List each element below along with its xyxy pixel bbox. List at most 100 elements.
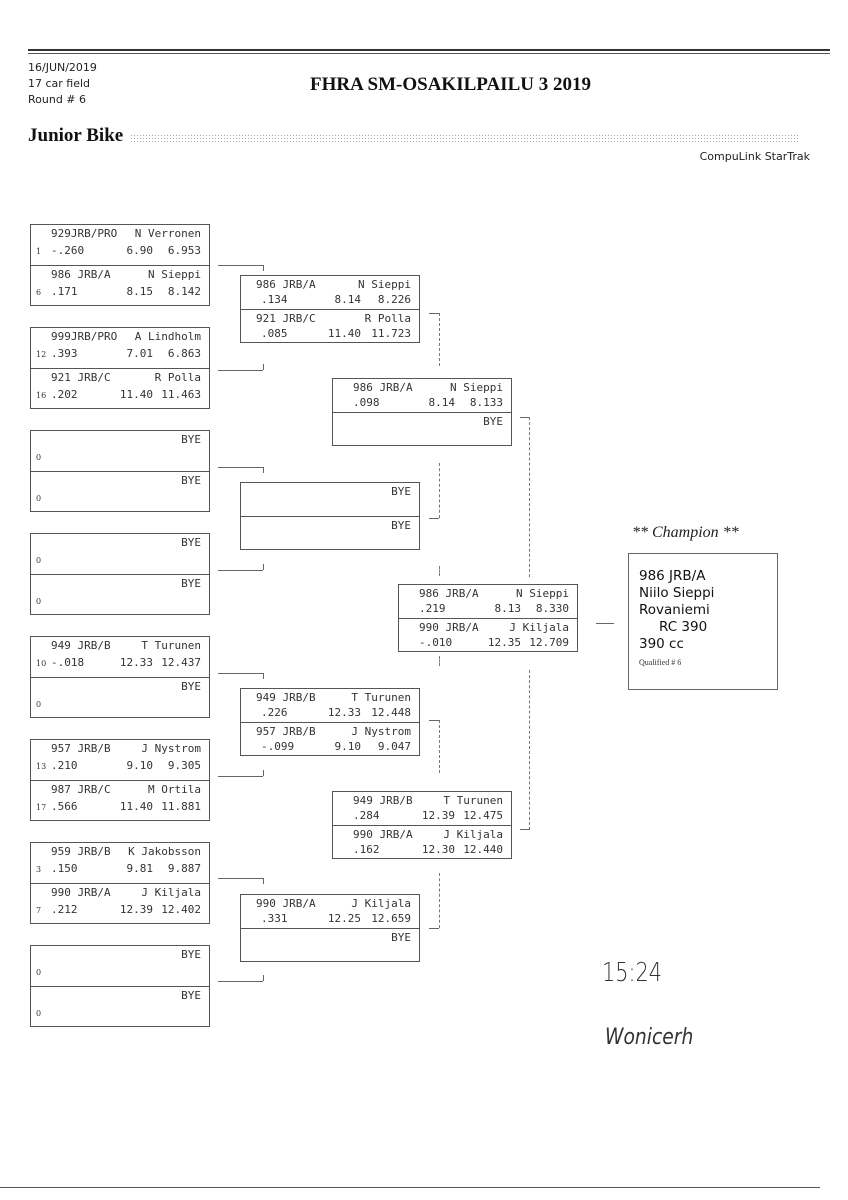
dial-in: 12.448 [371, 706, 411, 719]
elapsed-time: 12.35 [487, 636, 521, 649]
handwritten-signature: Wonicerh [605, 1025, 694, 1050]
dial-in: 11.463 [161, 388, 201, 401]
lane-line-1: BYE [333, 415, 511, 430]
lane-line-1: BYE [241, 519, 419, 534]
dashed-connector [439, 656, 440, 666]
elapsed-time: 11.40 [327, 327, 361, 340]
elapsed-time: 12.39 [119, 903, 153, 916]
driver-name: BYE [181, 989, 201, 1002]
lane-line-1: 990 JRB/A J Kiljala [333, 828, 511, 843]
qualifying-seed: 6 [36, 288, 42, 297]
lane-line-2 [333, 430, 511, 445]
connector-line [520, 417, 530, 418]
connector-tick [263, 564, 264, 570]
driver-name: N Verronen [134, 227, 201, 240]
car-number: 990 JRB/A [353, 828, 413, 841]
car-number: 949 JRB/B [256, 691, 316, 704]
software-brand: CompuLink StarTrak [699, 150, 810, 163]
lane-line-1: BYE [31, 577, 209, 592]
qualifying-seed: 0 [36, 968, 42, 977]
car-number: 987 JRB/C [51, 783, 111, 796]
connector-line [429, 928, 439, 929]
elapsed-time: 9.81 [126, 862, 154, 875]
reaction-time: .284 [353, 809, 380, 822]
lane-line-2: 0 [31, 1006, 209, 1021]
round2-match: BYE BYE [240, 482, 420, 550]
connector-line [429, 518, 439, 519]
lane-line-2 [241, 534, 419, 549]
elapsed-time: 9.10 [126, 759, 154, 772]
driver-name: N Sieppi [516, 587, 569, 600]
elapsed-time: 6.90 [126, 244, 154, 257]
driver-name: BYE [181, 577, 201, 590]
dashed-connector [439, 313, 440, 366]
driver-name: T Turunen [141, 639, 201, 652]
reaction-time: .331 [261, 912, 288, 925]
elapsed-time: 8.14 [428, 396, 456, 409]
driver-name: J Kiljala [351, 897, 411, 910]
car-number: 929JRB/PRO [51, 227, 118, 240]
qualifying-seed: 3 [36, 865, 42, 874]
lane-line-1: BYE [31, 989, 209, 1004]
lane-top: BYE [241, 483, 419, 516]
driver-name: J Kiljala [443, 828, 503, 841]
reaction-time: .150 [51, 862, 78, 875]
connector-line [520, 829, 530, 830]
car-number: 957 JRB/B [256, 725, 316, 738]
dial-in: 6.863 [167, 347, 201, 360]
connector-tick [263, 265, 264, 271]
connector-tick [263, 673, 264, 679]
champion-name: Niilo Sieppi [639, 585, 715, 601]
reaction-time: .202 [51, 388, 78, 401]
car-number: 986 JRB/A [419, 587, 479, 600]
reaction-time: -.018 [51, 656, 85, 669]
reaction-time: -.099 [261, 740, 295, 753]
dashed-connector [439, 566, 440, 576]
elapsed-time: 11.40 [119, 800, 153, 813]
lane-top: BYE 0 [31, 946, 209, 986]
connector-tick [263, 364, 264, 370]
driver-name: N Sieppi [450, 381, 503, 394]
reaction-time: .566 [51, 800, 78, 813]
lane-line-2: 0 [31, 965, 209, 980]
elapsed-time: 7.01 [126, 347, 154, 360]
reaction-time: .085 [261, 327, 288, 340]
qualifying-seed: 0 [36, 453, 42, 462]
lane-line-2: 0 [31, 491, 209, 506]
qualifying-seed: 0 [36, 1009, 42, 1018]
qualifying-seed: 10 [36, 659, 47, 668]
lane-line-1: BYE [31, 948, 209, 963]
event-date: 16/JUN/2019 [28, 61, 97, 74]
champion-qualified: Qualified # 6 [639, 658, 682, 667]
qualifying-seed: 1 [36, 247, 42, 256]
